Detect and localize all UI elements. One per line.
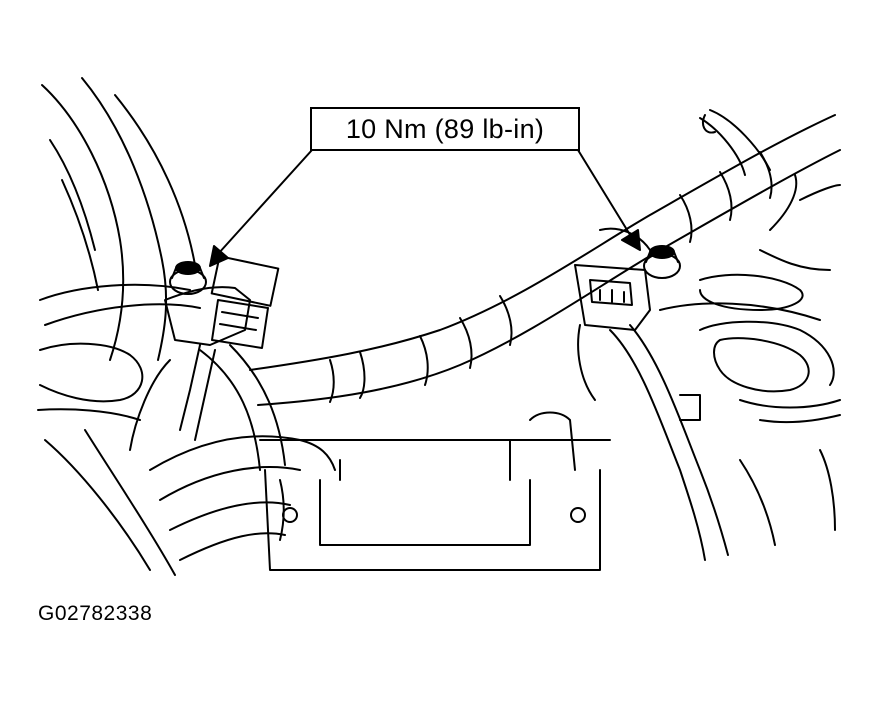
left-connector xyxy=(129,255,280,451)
torque-callout: 10 Nm (89 lb-in) xyxy=(310,107,580,151)
right-body-panel xyxy=(659,174,841,546)
figure-id-label: G02782338 xyxy=(38,602,153,625)
torque-label: 10 Nm (89 lb-in) xyxy=(345,113,545,144)
left-bolt-icon xyxy=(169,261,207,295)
lower-hoses xyxy=(149,344,336,561)
right-bolt-icon xyxy=(643,245,681,279)
callout-leader-left xyxy=(209,149,313,267)
wiring-harness xyxy=(249,109,841,406)
callout-leader-right xyxy=(577,149,641,251)
center-plate xyxy=(259,411,611,571)
left-body-panel xyxy=(37,77,201,576)
